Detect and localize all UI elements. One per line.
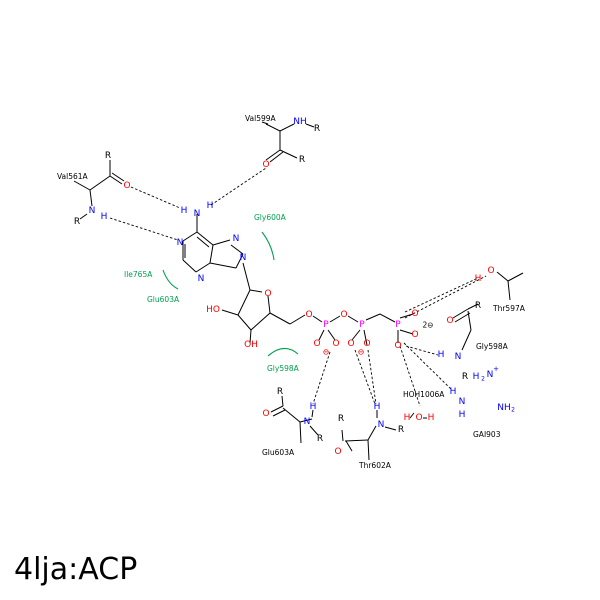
hydrophobic-arc-gly600 (261, 231, 275, 261)
atom-thr602-r1: R (338, 414, 344, 424)
atom-thr602-r2: R (398, 425, 404, 435)
atom-n6-h2: H (207, 201, 214, 211)
atom-thr602-o: O (334, 447, 341, 457)
hydrophobic-ile765: Ile765A (124, 270, 153, 279)
atom-thr597-o: O (487, 266, 494, 276)
atom-o4: O (264, 289, 271, 299)
atom-labels: NH R R O R O N H R H N H N N N N O HO OH… (74, 117, 515, 457)
atom-hoh-h2: H (428, 413, 435, 423)
residue-labels: Val599A Val561A Thr597A Gly598A Glu603A … (57, 114, 526, 470)
atom-o2a: O (332, 339, 339, 349)
atom-pg: P (395, 320, 401, 330)
atom-glu603-n: N (304, 417, 311, 427)
atom-n9: N (240, 253, 247, 263)
residue-gly598: Gly598A (476, 342, 509, 351)
residue-hoh1006: HOH1006A (403, 390, 445, 399)
hydrogen-bonds (109, 167, 487, 407)
atom-gai-h2n-sub: 2 (481, 376, 485, 383)
atom-val599-n: NH (293, 117, 307, 127)
atom-val561-o: O (123, 181, 130, 191)
atom-gai-nh2-sub: 2 (511, 407, 515, 414)
hydrophobic-contacts (162, 231, 299, 357)
atom-gai-h1: H (450, 387, 457, 397)
atom-val561-r2: R (74, 217, 80, 227)
atom-gai-plus: + (493, 365, 499, 373)
atom-gai-n2: N (459, 397, 466, 407)
atom-gly598-h: H (438, 350, 445, 360)
atom-o2-h: HO (206, 305, 220, 315)
atom-glu603-r2: R (317, 434, 323, 444)
atom-glu603-o: O (262, 409, 269, 419)
atom-hoh-o: O (415, 413, 422, 423)
atom-val599-o: O (262, 160, 269, 170)
atom-gai-n1: N (487, 370, 494, 380)
atom-gai-h2: H (459, 410, 466, 420)
atom-pa: P (323, 320, 329, 330)
residue-glu603: Glu603A (262, 448, 295, 457)
bonds (73, 121, 524, 461)
atom-o3g: O (394, 341, 401, 351)
atom-n6-h1: H (181, 206, 188, 216)
atom-o2g: O (411, 330, 418, 340)
atom-n1: N (177, 238, 184, 248)
atom-val561-r1: R (105, 151, 111, 161)
page-title: 4lja:ACP (14, 552, 138, 587)
atom-thr602-n: N (378, 420, 385, 430)
atom-o5: O (305, 310, 312, 320)
atom-gly598-n: N (455, 352, 462, 362)
residue-val561: Val561A (57, 172, 89, 181)
atom-o3a: O (340, 310, 347, 320)
atom-val599-r2: R (299, 155, 305, 165)
atom-n6: N (194, 209, 201, 219)
atom-hoh-h1: H (404, 413, 411, 423)
atom-o2b-charge: ⊖ (358, 348, 365, 357)
atom-o2a-charge: ⊖ (323, 348, 330, 357)
hydrophobic-glu603: Glu603A (147, 295, 180, 304)
atom-val561-n: N (89, 206, 96, 216)
residue-thr602: Thr602A (358, 461, 392, 470)
hydrophobic-arc-ile765 (162, 269, 179, 290)
atom-gly598-o: O (446, 316, 453, 326)
atom-pg-charge: 2⊖ (422, 321, 433, 330)
atom-n7: N (233, 234, 240, 244)
atom-gly598-r: R (475, 301, 481, 311)
atom-o1a: O (313, 339, 320, 349)
atom-o1b: O (347, 339, 354, 349)
atom-o3-h: OH (244, 340, 258, 350)
atom-glu603-r1: R (277, 387, 283, 397)
residue-thr597: Thr597A (492, 304, 526, 313)
atom-gai-nh2: NH (497, 403, 511, 413)
hydrophobic-gly598: Gly598A (267, 364, 300, 373)
atom-o1g: O (411, 309, 418, 319)
atom-val561-h: H (101, 212, 108, 222)
atom-thr602-h: H (374, 402, 381, 412)
residue-gai903: GAI903 (473, 430, 501, 439)
atom-val599-r1: R (314, 124, 320, 134)
atom-pb: P (359, 320, 365, 330)
atom-gai-h2n: H (473, 372, 480, 382)
residue-val599: Val599A (245, 114, 277, 123)
hydrophobic-gly600: Gly600A (254, 213, 287, 222)
atom-o2b: O (363, 339, 370, 349)
atom-n3: N (198, 274, 205, 284)
hydrophobic-arc-gly598 (267, 347, 299, 357)
atom-thr597-h: H (475, 274, 482, 284)
atom-glu603-h: H (310, 402, 317, 412)
atom-gly598-r2: R (462, 372, 468, 382)
